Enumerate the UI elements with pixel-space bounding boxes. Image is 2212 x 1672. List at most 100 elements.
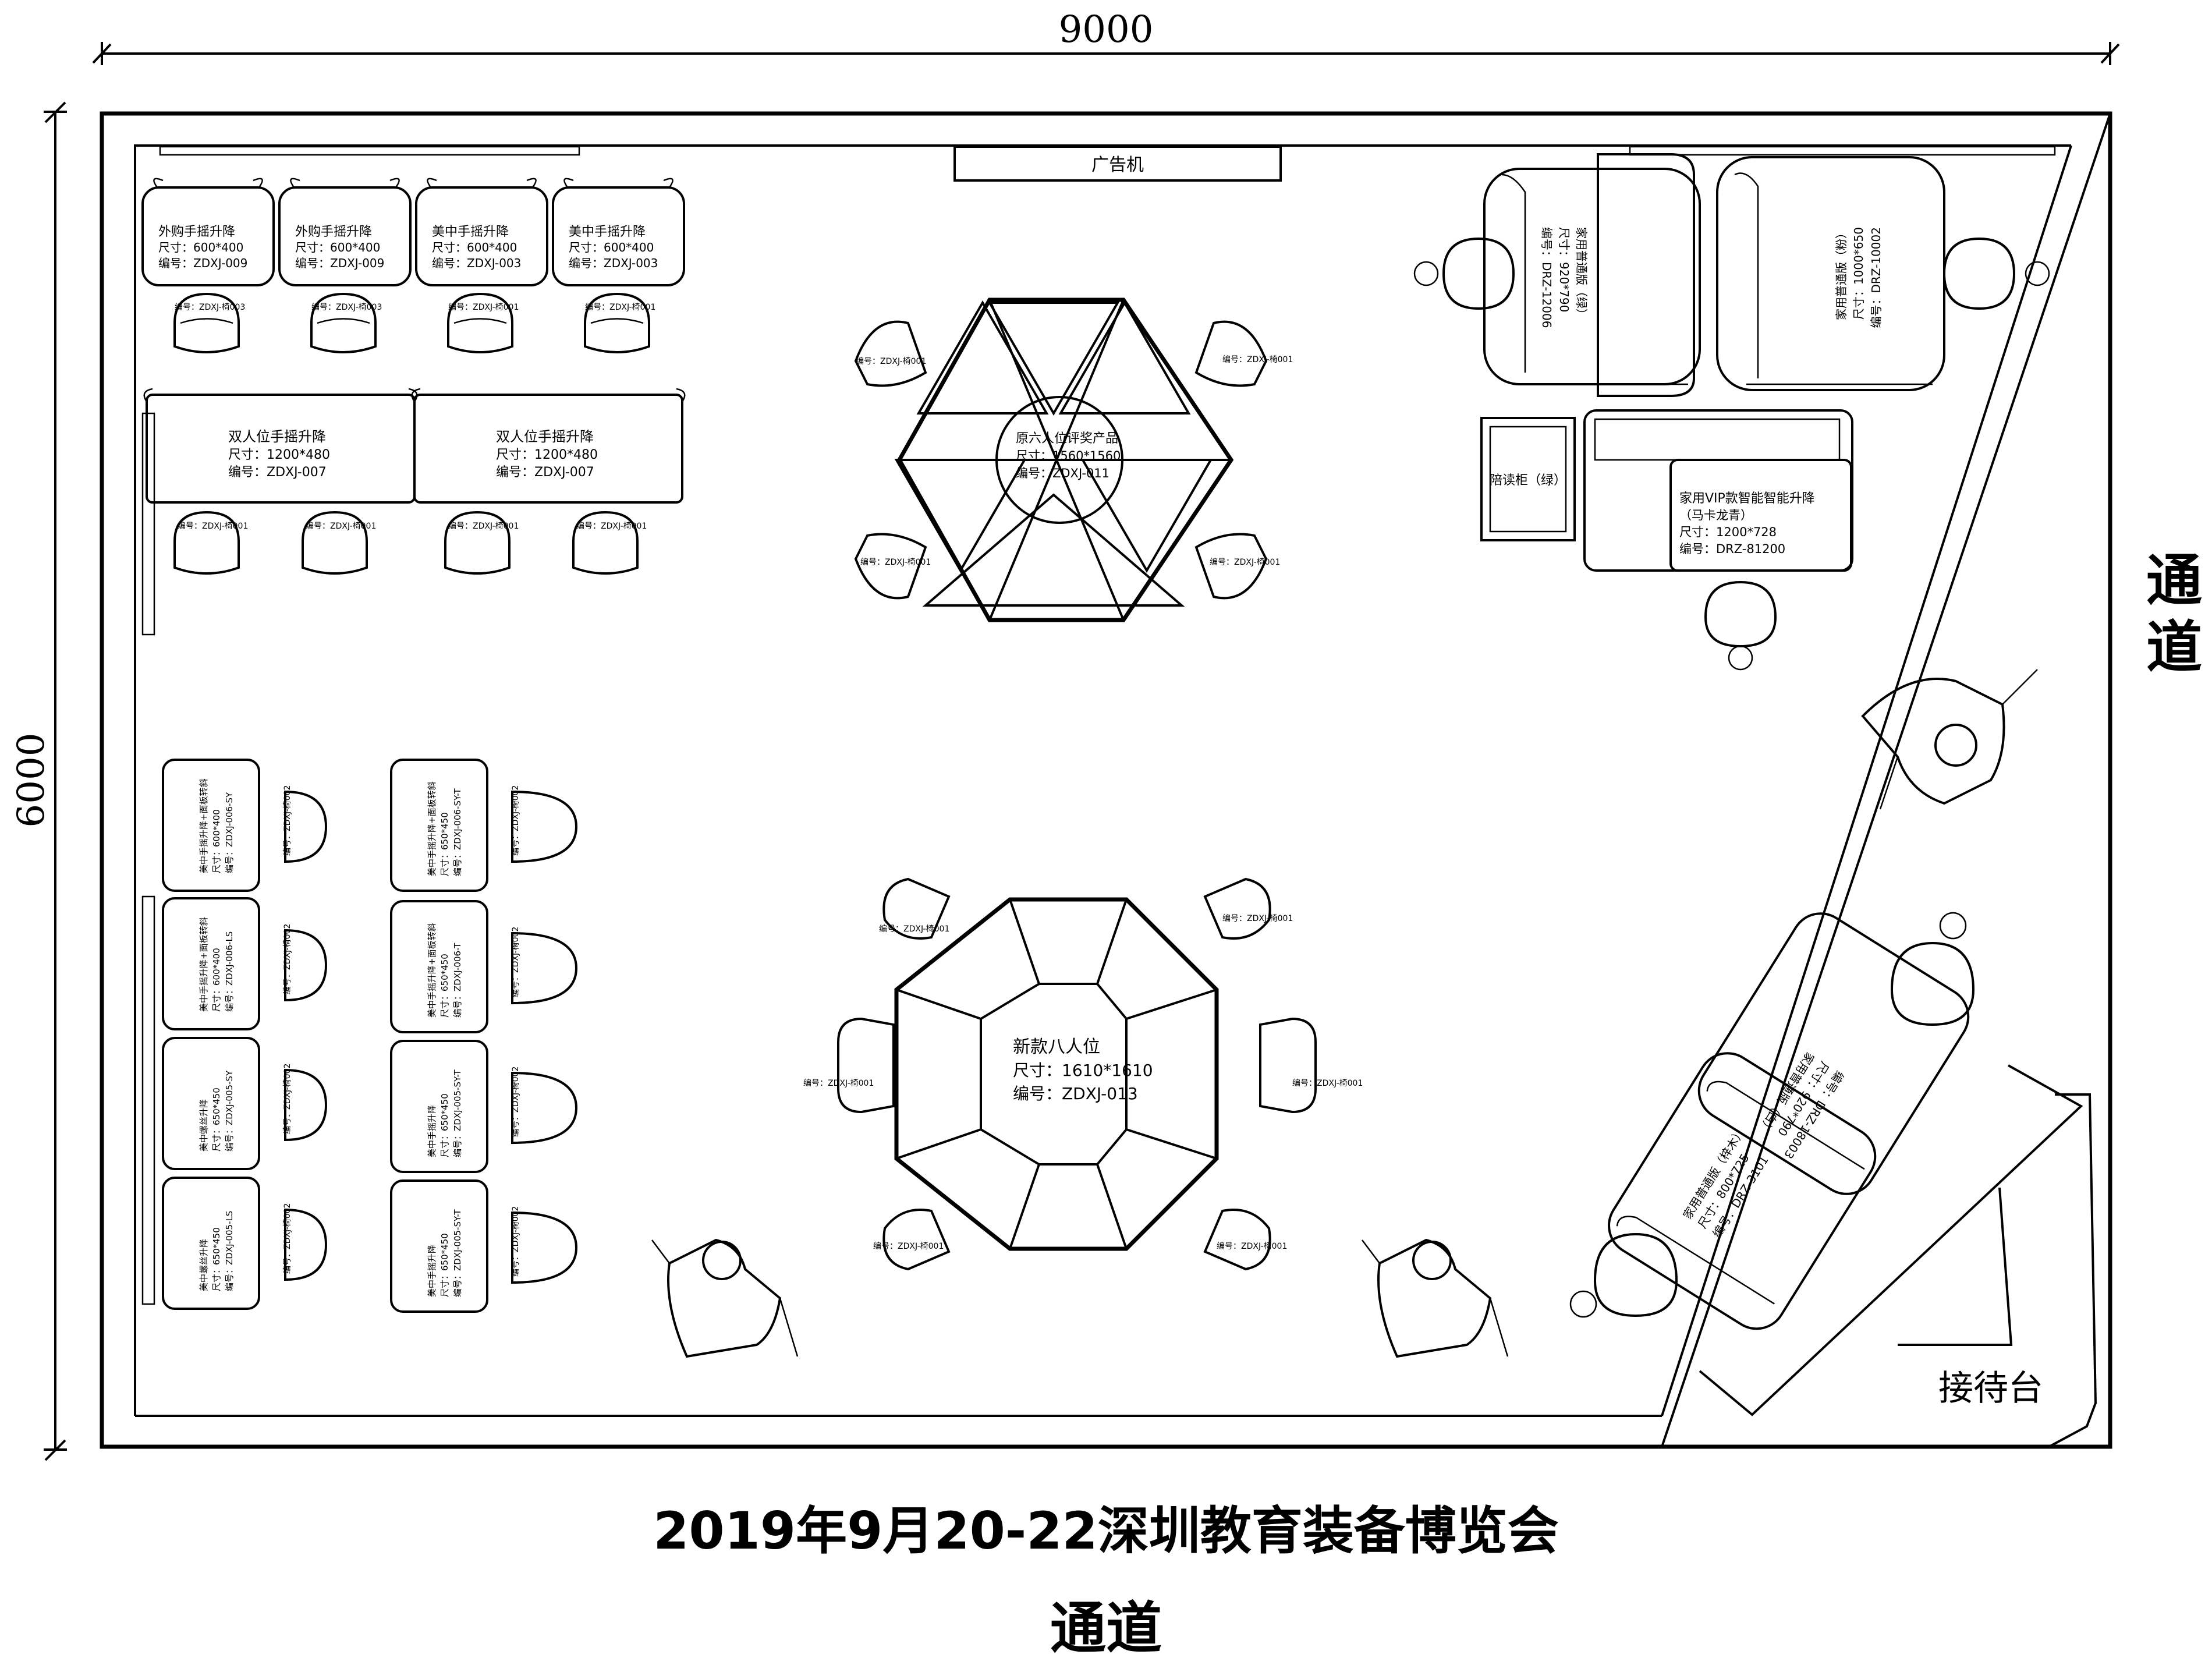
width-label: 9000 xyxy=(1059,8,1154,51)
home-desk-green: 家用普通版（绿） 尺寸：920*790 编号：DRZ-12006 xyxy=(1413,153,1701,397)
top-desk-1-name: 外购手摇升降 xyxy=(158,225,235,239)
diagonal-desk-chairs xyxy=(1569,912,1975,1318)
mid-chair-2: 编号：ZDXJ-椅002 xyxy=(511,927,520,997)
home-pink-name: 家用普通版（粉） xyxy=(1834,227,1848,320)
top-chair-2-label: 编号：ZDXJ-椅003 xyxy=(311,303,382,312)
mid-desk-1-code: 编号：ZDXJ-006-SY-T xyxy=(452,788,463,876)
top-desk-2-size: 尺寸：600*400 xyxy=(295,240,380,254)
top-desk-4: 美中手摇升降 尺寸：600*400 编号：ZDXJ-003 编号：ZDXJ-椅0… xyxy=(552,178,685,353)
vip-desk: 家用VIP款智能智能升降 （马卡龙青） 尺寸：1200*728 编号：DRZ-8… xyxy=(1583,409,1853,671)
six-table-code: 编号：ZDXJ-011 xyxy=(1016,466,1109,480)
home-desk-pink: 家用普通版（粉） 尺寸：1000*650 编号：DRZ-10002 xyxy=(1716,156,2050,391)
mid-chair-1: 编号：ZDXJ-椅002 xyxy=(511,785,520,856)
eight-chair-label-2: 编号：ZDXJ-椅001 xyxy=(1222,914,1293,923)
double-desk-2: 双人位手摇升降 尺寸：1200*480 编号：ZDXJ-007 xyxy=(411,388,686,504)
left-desk-1-code: 编号：ZDXJ-006-SY xyxy=(224,792,235,873)
eight-chair-label-4: 编号：ZDXJ-椅001 xyxy=(1292,1079,1363,1088)
six-chair-label-1: 编号：ZDXJ-椅001 xyxy=(856,357,926,366)
top-desk-1-code: 编号：ZDXJ-009 xyxy=(158,256,247,270)
double-chair-1-label: 编号：ZDXJ-椅001 xyxy=(178,522,248,531)
eight-chair-label-5: 编号：ZDXJ-椅001 xyxy=(873,1242,944,1251)
vip-desk-name: 家用VIP款智能智能升降 xyxy=(1679,491,1815,506)
reception-counter: 接待台 xyxy=(1699,1064,2097,1448)
double-desk-1-code: 编号：ZDXJ-007 xyxy=(228,465,327,480)
home-green-size: 尺寸：920*790 xyxy=(1557,227,1571,312)
top-desk-4-name: 美中手摇升降 xyxy=(569,225,646,239)
mid-desk-1-size: 尺寸：650*450 xyxy=(439,812,450,876)
eight-person-table: 新款八人位 尺寸：1610*1610 编号：ZDXJ-013 编号：ZDXJ-椅… xyxy=(803,877,1363,1271)
double-desk-1-size: 尺寸：1200*480 xyxy=(228,448,330,462)
left-desk-4-name: 美中螺丝升降 xyxy=(198,1239,209,1291)
footer-title: 2019年9月20-22深圳教育装备博览会 xyxy=(653,1501,1559,1561)
left-chair-2: 编号：ZDXJ-椅002 xyxy=(283,924,292,994)
dimension-height: 6000 xyxy=(10,101,67,1461)
left-desk-4-size: 尺寸：650*450 xyxy=(211,1227,222,1291)
reading-cabinet: 陪读柜（绿） xyxy=(1480,417,1576,541)
left-desk-2-size: 尺寸：600*400 xyxy=(211,948,222,1012)
six-chair-label-3: 编号：ZDXJ-椅001 xyxy=(860,558,931,567)
eight-chair-label-3: 编号：ZDXJ-椅001 xyxy=(803,1079,874,1088)
vip-desk-size: 尺寸：1200*728 xyxy=(1679,525,1777,539)
mid-desk-1-name: 美中手摇升降+面板转斜 xyxy=(427,781,437,876)
left-desk-1: 美中手摇升降+面板转斜 尺寸：600*400 编号：ZDXJ-006-SY 编号… xyxy=(162,759,328,892)
aisle-right-char-2: 道 xyxy=(2146,615,2202,680)
top-desk-2-name: 外购手摇升降 xyxy=(295,225,372,239)
booth-walls xyxy=(100,111,2112,1449)
vip-desk-sub: （马卡龙青） xyxy=(1679,508,1753,522)
eight-table-code: 编号：ZDXJ-013 xyxy=(1013,1084,1138,1103)
dimension-width: 9000 xyxy=(92,8,2120,65)
left-chair-3: 编号：ZDXJ-椅002 xyxy=(283,1064,292,1134)
left-desk-2-name: 美中手摇升降+面板转斜 xyxy=(198,917,209,1012)
left-desk-3-name: 美中螺丝升降 xyxy=(198,1099,209,1152)
reading-cabinet-label: 陪读柜（绿） xyxy=(1490,473,1566,488)
left-desk-3: 美中螺丝升降 尺寸：650*450 编号：ZDXJ-005-SY 编号：ZDXJ… xyxy=(162,1037,328,1170)
home-pink-size: 尺寸：1000*650 xyxy=(1852,227,1866,320)
mid-chair-4: 编号：ZDXJ-椅002 xyxy=(511,1206,520,1277)
left-desk-2: 美中手摇升降+面板转斜 尺寸：600*400 编号：ZDXJ-006-LS 编号… xyxy=(162,897,328,1030)
mid-desk-4-code: 编号：ZDXJ-005-SY-T xyxy=(452,1209,463,1297)
aisle-right-char-1: 通 xyxy=(2146,548,2202,613)
person-figure-1 xyxy=(651,1238,799,1358)
left-chair-1: 编号：ZDXJ-椅002 xyxy=(283,785,292,856)
double-desk-chairs: 编号：ZDXJ-椅001 编号：ZDXJ-椅001 编号：ZDXJ-椅001 编… xyxy=(173,511,647,575)
aisle-bottom-label: 通道 xyxy=(1050,1596,1162,1661)
double-chair-4-label: 编号：ZDXJ-椅001 xyxy=(576,522,647,531)
left-desk-4: 美中螺丝升降 尺寸：650*450 编号：ZDXJ-005-LS 编号：ZDXJ… xyxy=(162,1177,328,1310)
mid-desk-3-name: 美中手摇升降 xyxy=(427,1105,437,1157)
top-desk-4-size: 尺寸：600*400 xyxy=(569,240,654,254)
left-desk-2-code: 编号：ZDXJ-006-LS xyxy=(224,931,235,1012)
home-desk-wood: 家用普通版（梓木） 尺寸：800*725 编号：DRZ-3101 xyxy=(1608,1052,1877,1330)
eight-table-size: 尺寸：1610*1610 xyxy=(1013,1061,1153,1080)
mid-desk-2-size: 尺寸：650*450 xyxy=(439,954,450,1018)
mid-desk-2-name: 美中手摇升降+面板转斜 xyxy=(427,923,437,1018)
mid-desk-3-size: 尺寸：650*450 xyxy=(439,1093,450,1157)
reception-label: 接待台 xyxy=(1938,1368,2043,1409)
top-desk-3: 美中手摇升降 尺寸：600*400 编号：ZDXJ-003 编号：ZDXJ-椅0… xyxy=(415,178,548,353)
mid-desk-2-code: 编号：ZDXJ-006-T xyxy=(452,943,463,1018)
six-table-name: 原六人位评奖产品 xyxy=(1016,431,1118,446)
eight-chair-label-6: 编号：ZDXJ-椅001 xyxy=(1217,1242,1287,1251)
top-desk-1-size: 尺寸：600*400 xyxy=(158,240,243,254)
ad-machine: 广告机 xyxy=(953,146,1282,182)
left-chair-4: 编号：ZDXJ-椅002 xyxy=(283,1203,292,1274)
mid-desk-4-size: 尺寸：650*450 xyxy=(439,1233,450,1297)
home-pink-code: 编号：DRZ-10002 xyxy=(1869,227,1883,328)
top-desk-3-code: 编号：ZDXJ-003 xyxy=(432,256,521,270)
top-chair-1-label: 编号：ZDXJ-椅003 xyxy=(175,303,245,312)
double-chair-3-label: 编号：ZDXJ-椅001 xyxy=(448,522,519,531)
double-desk-2-name: 双人位手摇升降 xyxy=(496,428,594,445)
vip-desk-code: 编号：DRZ-81200 xyxy=(1679,542,1785,556)
mid-desk-4-name: 美中手摇升降 xyxy=(427,1245,437,1297)
six-table-size: 尺寸：1560*1560 xyxy=(1016,449,1121,463)
double-desk-2-code: 编号：ZDXJ-007 xyxy=(496,465,594,480)
aisle-right-label: 通道 xyxy=(2146,548,2202,680)
double-desk-1-name: 双人位手摇升降 xyxy=(228,428,326,445)
top-desk-3-size: 尺寸：600*400 xyxy=(432,240,517,254)
person-figure-2 xyxy=(1362,1238,1509,1358)
top-desk-3-name: 美中手摇升降 xyxy=(432,225,509,239)
mid-desk-4: 美中手摇升降 尺寸：650*450 编号：ZDXJ-005-SY-T 编号：ZD… xyxy=(390,1179,578,1313)
height-label: 6000 xyxy=(10,733,53,828)
double-desk-2-size: 尺寸：1200*480 xyxy=(496,448,598,462)
top-desk-2-code: 编号：ZDXJ-009 xyxy=(295,256,384,270)
